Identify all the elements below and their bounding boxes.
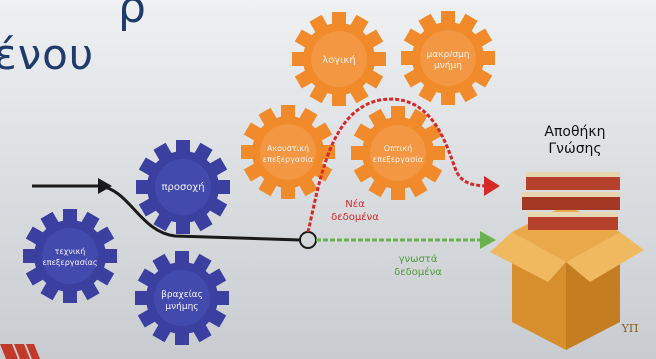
title-line1: ρ [118,0,146,33]
junction-node [299,231,317,249]
gear-long-term-memory [401,11,495,105]
gear-processing-level [23,209,117,303]
knowledge-store-label: Αποθήκη Γνώσης [520,124,630,158]
title-line2: ένου [0,30,95,79]
label-known-data-2: δεδομένα [394,266,442,278]
label-known-data-1: γνωστά [399,253,438,265]
new-data-arrow [306,97,491,233]
label-long-term-memory-1: μακρ/σμη [427,50,470,60]
label-auditory-processing-1: Ακουστική [267,144,309,153]
corner-accent [0,344,40,359]
input-arrowhead [98,178,112,194]
gear-logic [292,12,386,106]
label-short-term-memory-2: μνήμης [165,302,198,312]
box-stamp: ΥΠ [621,322,639,335]
label-logic: λογική [322,54,356,66]
knowledge-store-line2: Γνώσης [548,141,602,157]
label-short-term-memory-1: βραχείας [161,290,203,300]
label-processing-level-1: τεχνική [55,247,86,256]
knowledge-store-box: ΥΠ [490,172,644,350]
gear-attention [136,140,230,234]
books-stack [522,172,620,230]
label-attention: προσοχή [161,181,204,193]
known-data-arrowhead [480,231,496,249]
label-auditory-processing-2: επεξεργασία [263,155,313,164]
slide-title-fragment: ρ ένου [0,0,150,82]
label-new-data-1: Νέα [345,198,365,210]
gear-visual-processing [351,106,445,200]
gear-auditory-processing [241,105,335,199]
label-visual-processing-2: επεξεργασία [373,155,423,164]
label-long-term-memory-2: μνήμη [434,61,462,71]
label-new-data-2: δεδομένα [331,211,379,223]
gear-short-term-memory [135,251,229,345]
new-data-arrowhead [484,176,500,196]
label-visual-processing-1: Οπτική [384,144,412,153]
knowledge-store-line1: Αποθήκη [544,124,606,140]
label-processing-level-2: επεξεργασίας [42,258,97,267]
